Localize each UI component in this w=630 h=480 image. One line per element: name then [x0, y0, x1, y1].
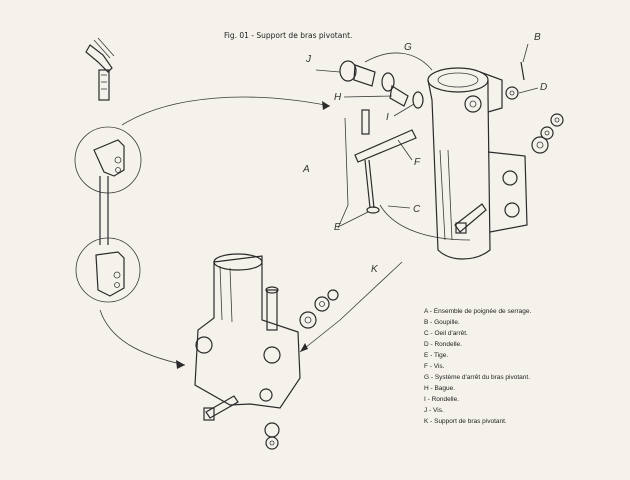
small-hardware-top: [337, 52, 564, 229]
callout-d: D: [540, 82, 547, 93]
legend-item-e: E - Tige.: [424, 352, 448, 359]
legend-item-j: J - Vis.: [424, 407, 444, 414]
callout-h: H: [334, 92, 342, 103]
figure-title: Fig. 01 - Support de bras pivotant.: [224, 31, 352, 40]
pivot-arm-drawing: [74, 37, 142, 303]
pivot-support-body: [427, 67, 528, 260]
legend-item-a: A - Ensemble de poignée de serrage.: [424, 308, 532, 315]
callout-a: A: [302, 164, 310, 175]
legend-item-f: F - Vis.: [424, 363, 445, 370]
callout-f: F: [414, 157, 421, 168]
legend-item-g: G - Système d'arrêt du bras pivotant.: [424, 374, 530, 381]
legend-item-b: B - Goupille.: [424, 319, 460, 326]
legend-item-i: I - Rondelle.: [424, 396, 459, 403]
legend: A - Ensemble de poignée de serrage. B - …: [424, 308, 532, 425]
callout-e: E: [334, 222, 341, 233]
callout-i: I: [386, 112, 389, 123]
legend-item-k: K - Support de bras pivotant.: [424, 418, 507, 425]
lower-support-k: [194, 253, 339, 450]
callout-c: C: [413, 204, 421, 215]
callout-k: K: [371, 264, 379, 275]
legend-item-d: D - Rondelle.: [424, 341, 462, 348]
callout-labels: A B C D E F G H I J K: [302, 32, 547, 275]
callout-b: B: [534, 32, 541, 43]
legend-item-h: H - Bague.: [424, 385, 455, 392]
legend-item-c: C - Oeil d'arrêt.: [424, 330, 468, 337]
callout-g: G: [404, 42, 412, 53]
callout-j: J: [305, 54, 312, 65]
connector-arrows: [99, 96, 471, 369]
